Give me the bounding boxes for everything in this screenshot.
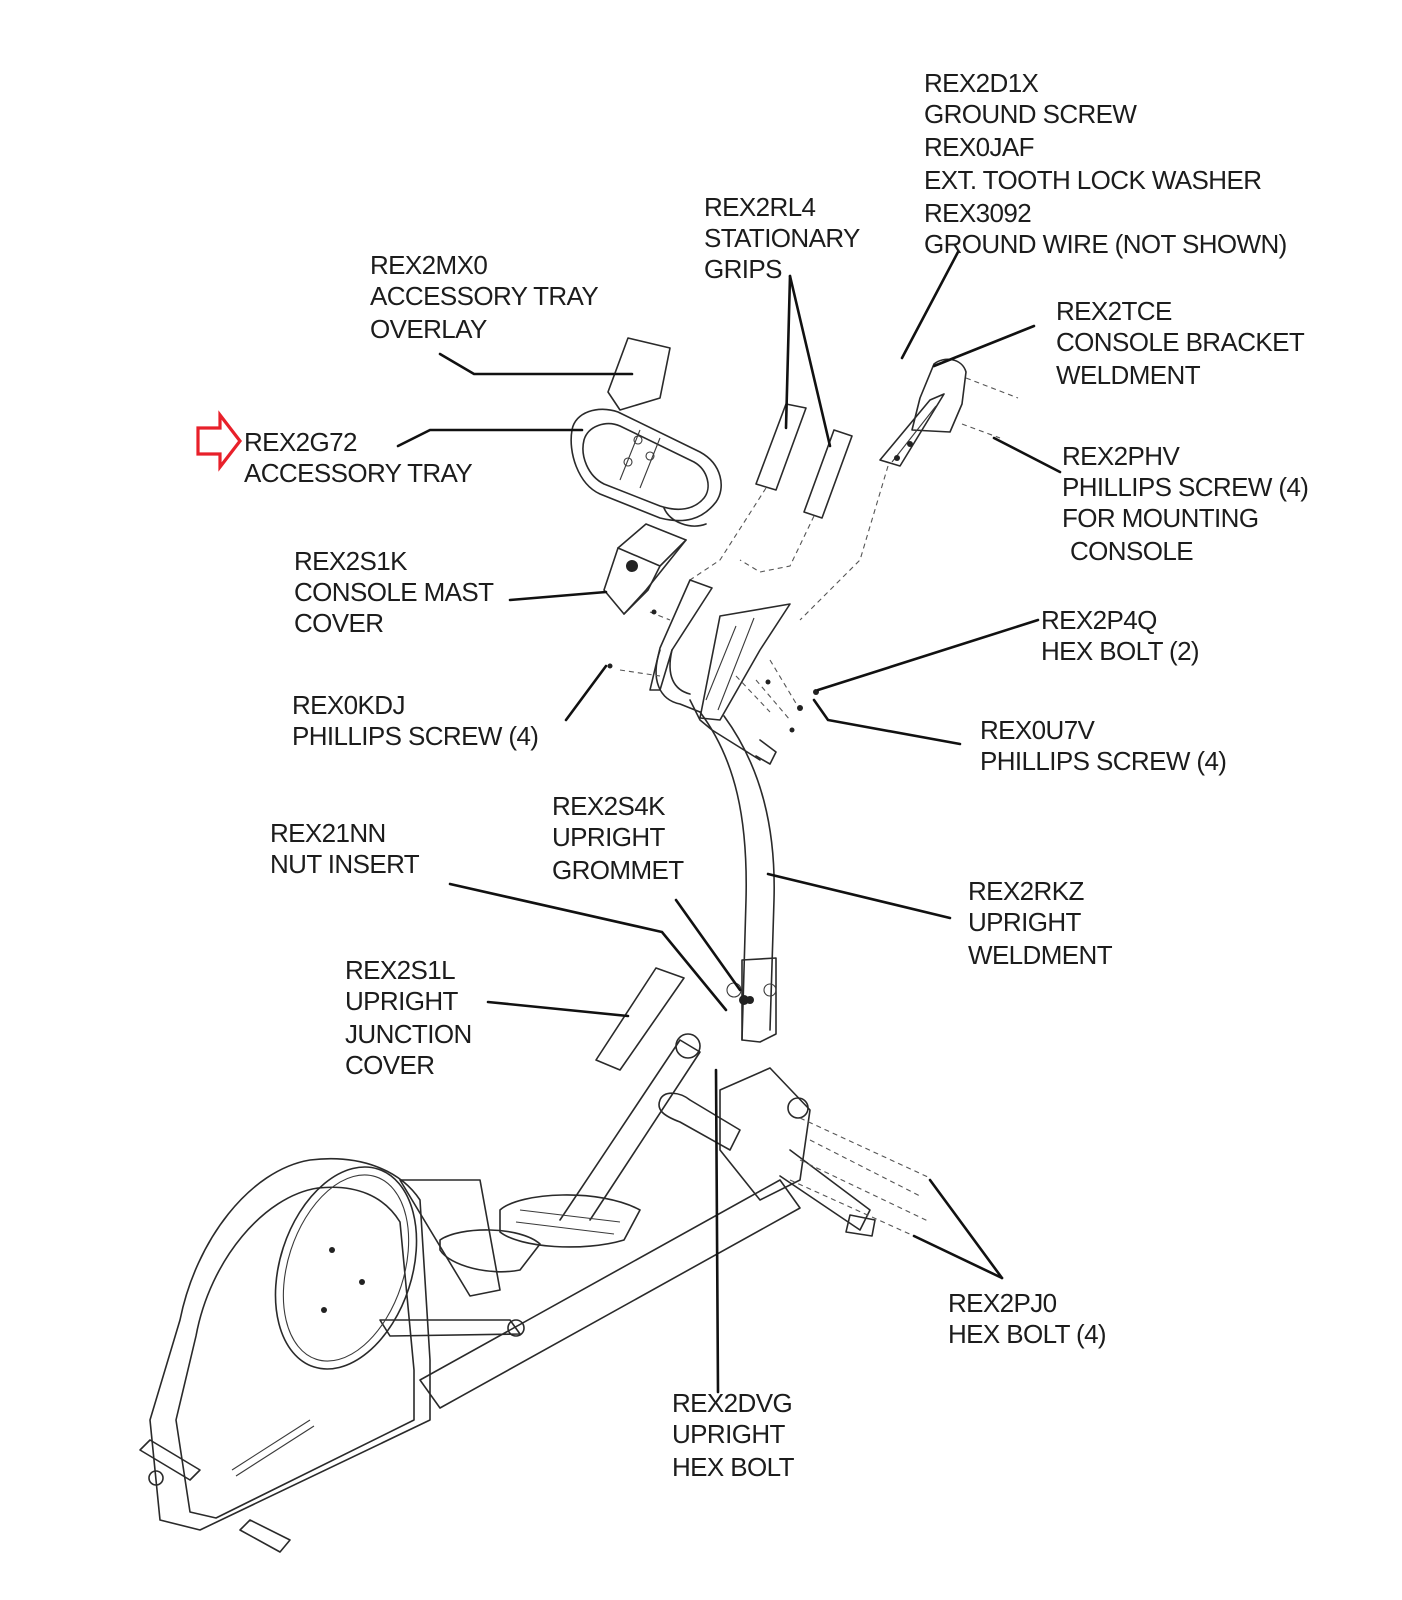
part-description: GROUND SCREW <box>924 99 1137 129</box>
part-description: WELDMENT <box>1056 360 1201 390</box>
part-label-REX21NN: REX21NN NUT INSERT <box>270 818 420 880</box>
part-description: GRIPS <box>704 254 783 284</box>
leader-REX2S1K <box>508 590 608 602</box>
part-number: REX2S1K <box>294 546 407 576</box>
part-number: REX2G72 <box>244 427 357 457</box>
part-description: COVER <box>294 608 384 638</box>
part-label-REX2MX0: REX2MX0 ACCESSORY TRAY OVERLAY <box>370 250 599 345</box>
part-number: REX2P4Q <box>1041 605 1157 635</box>
part-description: EXT. TOOTH LOCK WASHER <box>924 165 1262 195</box>
part-number: REX2RL4 <box>704 192 816 222</box>
console-bracket-weldment-part <box>799 358 1019 621</box>
part-description: NUT INSERT <box>270 849 420 879</box>
part-description: PHILLIPS SCREW (4) <box>1062 472 1309 502</box>
part-description: OVERLAY <box>370 314 487 344</box>
part-label-REX2TCE: REX2TCE CONSOLE BRACKET WELDMENT <box>1056 296 1305 391</box>
console-mast-cover-part <box>603 523 687 615</box>
leader-REX2P4Q <box>816 618 1040 692</box>
part-number: REX2MX0 <box>370 250 488 280</box>
leader-REX2S4K <box>674 898 742 992</box>
part-description: JUNCTION <box>345 1019 472 1049</box>
upright-weldment-part <box>607 579 819 1043</box>
part-description: GROUND WIRE (NOT SHOWN) <box>924 229 1287 259</box>
part-number: REX2RKZ <box>968 876 1084 906</box>
accessory-tray-part <box>570 408 722 527</box>
leader-REX2RKZ <box>766 872 952 920</box>
leader-REX2PJ0-b <box>912 1234 1004 1280</box>
leader-lines <box>396 250 1062 1394</box>
part-description: UPRIGHT <box>552 822 665 852</box>
leader-REX2MX0 <box>438 352 634 376</box>
highlight-arrow-icon <box>196 410 243 472</box>
part-number: REX0KDJ <box>292 690 405 720</box>
part-description: WELDMENT <box>968 940 1113 970</box>
part-description: GROMMET <box>552 855 684 885</box>
part-description: STATIONARY <box>704 223 860 253</box>
part-label-REX2PHV: REX2PHV PHILLIPS SCREW (4) FOR MOUNTING … <box>1062 441 1309 567</box>
part-number: REX2DVG <box>672 1388 793 1418</box>
part-label-REX2D1X: REX2D1X GROUND SCREW REX0JAF EXT. TOOTH … <box>924 68 1287 260</box>
base-frame-part <box>139 1033 931 1553</box>
accessory-tray-overlay-part <box>607 337 671 411</box>
upright-junction-cover-part <box>595 967 685 1071</box>
leader-REX0U7V <box>812 698 962 746</box>
part-label-REX2G72[interactable]: REX2G72 ACCESSORY TRAY <box>244 427 473 489</box>
part-description: PHILLIPS SCREW (4) <box>980 746 1227 776</box>
leader-REX2PHV <box>992 436 1062 474</box>
leader-REX2G72 <box>396 428 584 448</box>
leader-REX0KDJ <box>564 664 608 722</box>
part-number: REX2S1L <box>345 955 456 985</box>
part-description: HEX BOLT <box>672 1452 794 1482</box>
part-label-REX2RKZ: REX2RKZ UPRIGHT WELDMENT <box>968 876 1113 971</box>
part-description: HEX BOLT (2) <box>1041 636 1200 666</box>
part-label-REX2RL4: REX2RL4 STATIONARY GRIPS <box>704 192 860 285</box>
part-number: REX2TCE <box>1056 296 1172 326</box>
part-description: UPRIGHT <box>672 1419 785 1449</box>
part-description: ACCESSORY TRAY <box>244 458 473 488</box>
part-description: CONSOLE <box>1070 536 1194 566</box>
part-description: PHILLIPS SCREW (4) <box>292 721 539 751</box>
part-number: REX21NN <box>270 818 386 848</box>
part-description: HEX BOLT (4) <box>948 1319 1107 1349</box>
part-label-REX2PJ0: REX2PJ0 HEX BOLT (4) <box>948 1288 1107 1350</box>
part-number: REX2PHV <box>1062 441 1180 471</box>
leader-REX21NN <box>448 882 728 1012</box>
part-number: REX0JAF <box>924 132 1035 162</box>
stationary-grips-part <box>689 403 853 581</box>
part-number: REX2PJ0 <box>948 1288 1057 1318</box>
part-label-REX2DVG: REX2DVG UPRIGHT HEX BOLT <box>672 1388 794 1483</box>
part-number: REX3092 <box>924 198 1032 228</box>
part-label-REX2P4Q: REX2P4Q HEX BOLT (2) <box>1041 605 1200 667</box>
part-description: UPRIGHT <box>968 907 1081 937</box>
leader-REX2S1L <box>486 1000 630 1018</box>
part-label-REX0U7V: REX0U7V PHILLIPS SCREW (4) <box>980 715 1227 777</box>
part-number: REX2D1X <box>924 68 1039 98</box>
part-number: REX2S4K <box>552 791 665 821</box>
leader-REX2D1X <box>900 250 960 360</box>
part-description: FOR MOUNTING <box>1062 503 1259 533</box>
part-description: COVER <box>345 1050 435 1080</box>
part-description: CONSOLE BRACKET <box>1056 327 1305 357</box>
leader-REX2PJ0-a <box>928 1178 1004 1280</box>
part-label-REX2S1K: REX2S1K CONSOLE MAST COVER <box>294 546 494 639</box>
leader-REX2RL4-a <box>784 274 792 430</box>
leader-REX2DVG <box>714 1068 720 1394</box>
part-label-REX2S4K: REX2S4K UPRIGHT GROMMET <box>552 791 684 886</box>
leader-REX2RL4-b <box>788 274 832 448</box>
leader-REX2TCE <box>932 324 1036 368</box>
part-description: UPRIGHT <box>345 986 458 1016</box>
part-label-REX0KDJ: REX0KDJ PHILLIPS SCREW (4) <box>292 690 539 752</box>
part-description: CONSOLE MAST <box>294 577 494 607</box>
part-description: ACCESSORY TRAY <box>370 281 599 311</box>
part-number: REX0U7V <box>980 715 1095 745</box>
part-label-REX2S1L: REX2S1L UPRIGHT JUNCTION COVER <box>345 955 472 1081</box>
